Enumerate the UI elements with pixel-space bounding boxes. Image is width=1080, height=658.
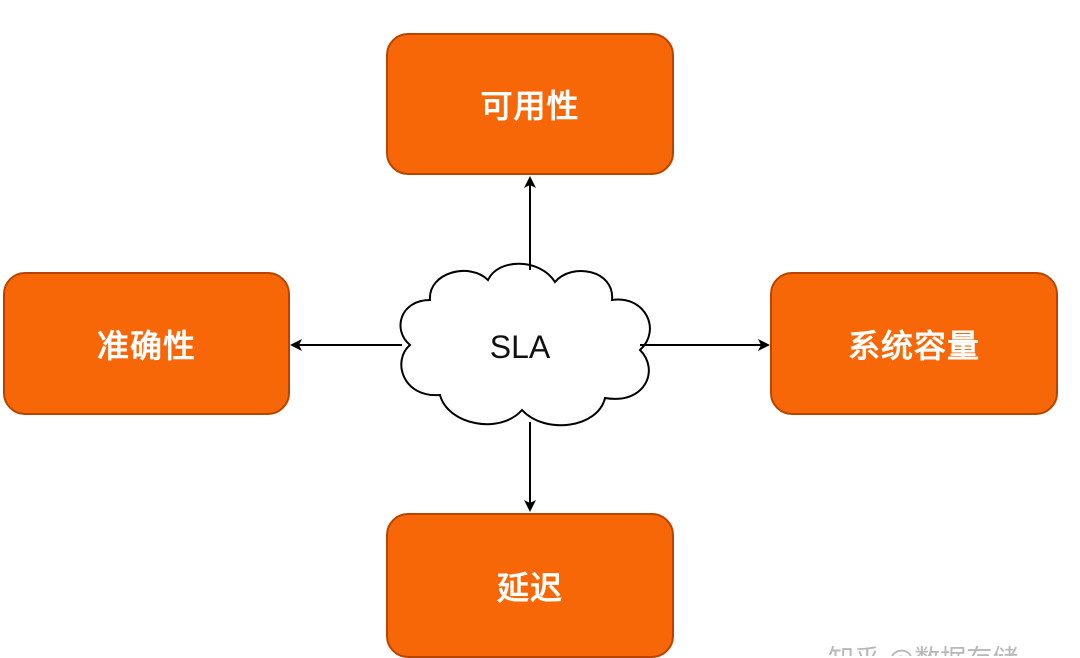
node-availability-label: 可用性 xyxy=(480,87,580,125)
node-accuracy-label: 准确性 xyxy=(96,326,196,365)
sla-label: SLA xyxy=(489,328,551,365)
node-latency: 延迟 xyxy=(386,513,674,658)
watermark-text: 知乎 @数据存储 xyxy=(828,645,1018,656)
node-accuracy: 准确性 xyxy=(3,272,290,415)
node-latency-label: 延迟 xyxy=(496,568,563,607)
node-system-capacity-label: 系统容量 xyxy=(847,326,980,365)
node-system-capacity: 系统容量 xyxy=(770,272,1058,415)
node-availability: 可用性 xyxy=(386,33,674,175)
sla-cloud xyxy=(399,262,651,427)
